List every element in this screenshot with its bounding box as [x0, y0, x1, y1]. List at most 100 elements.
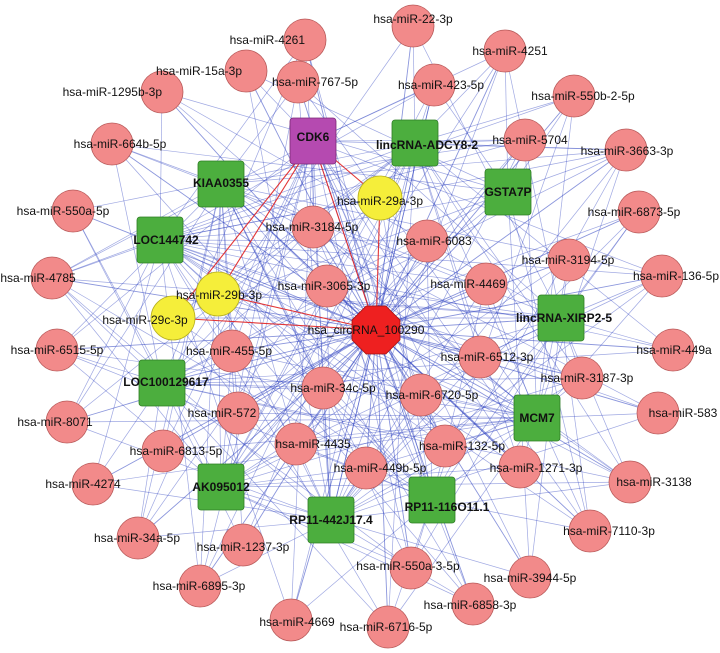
gene-mirna-edge — [312, 50, 506, 142]
gene-node[interactable] — [408, 476, 456, 524]
mirna-node[interactable] — [412, 63, 456, 107]
gene-mirna-edge — [536, 275, 663, 419]
mirna-node[interactable] — [210, 329, 254, 373]
gene-mirna-edge — [231, 140, 314, 352]
highlight-mirna-node[interactable] — [195, 271, 241, 317]
gene-mirna-edge — [220, 240, 428, 488]
node-label: LOC100129617 — [123, 375, 209, 389]
highlight-mirna-node[interactable] — [150, 295, 196, 341]
mirna-node[interactable] — [483, 29, 527, 73]
node-label: lincRNA-ADCY8-2 — [376, 138, 478, 152]
mirna-node[interactable] — [301, 366, 345, 410]
hub-edge — [161, 329, 377, 384]
mirna-node[interactable] — [305, 264, 349, 308]
mirna-node[interactable] — [35, 328, 79, 372]
mirna-node[interactable] — [45, 400, 89, 444]
mirna-node[interactable] — [617, 190, 661, 234]
gene-mirna-edge — [237, 140, 314, 414]
gene-node[interactable] — [136, 216, 184, 264]
mirna-node[interactable] — [141, 429, 185, 473]
mirna-node[interactable] — [366, 605, 410, 649]
gene-node[interactable] — [391, 119, 439, 167]
mirna-node[interactable] — [224, 49, 268, 93]
mirna-node[interactable] — [636, 391, 680, 435]
gene-mirna-edge — [410, 317, 562, 569]
gene-mirna-edge — [297, 81, 562, 319]
gene-node[interactable] — [513, 394, 561, 442]
node-layer — [30, 4, 695, 649]
label-layer: hsa-miR-4261hsa-miR-22-3phsa-miR-15a-3ph… — [0, 12, 719, 634]
node-label: hsa-miR-664b-5p — [74, 137, 167, 151]
hub-edge — [220, 183, 377, 331]
mirna-node[interactable] — [608, 460, 652, 504]
node-label: hsa-miR-3065-3p — [278, 279, 371, 293]
mirna-node[interactable] — [503, 118, 547, 162]
gene-mirna-edge — [326, 285, 433, 501]
mirna-node[interactable] — [276, 60, 320, 104]
gene-mirna-edge — [56, 349, 222, 488]
mirna-node[interactable] — [30, 256, 74, 300]
mirna-node[interactable] — [90, 122, 134, 166]
mirna-node[interactable] — [464, 262, 508, 306]
mirna-node[interactable] — [405, 219, 449, 263]
node-label: hsa-miR-4261 — [230, 33, 306, 47]
mirna-node[interactable] — [391, 4, 435, 48]
mirna-node[interactable] — [399, 373, 443, 417]
mirna-node[interactable] — [547, 238, 591, 282]
mirna-node[interactable] — [269, 598, 313, 642]
mirna-node[interactable] — [552, 74, 596, 118]
highlight-mirna-node[interactable] — [357, 175, 403, 221]
mirna-node[interactable] — [389, 546, 433, 590]
gene-mirna-edge — [161, 382, 422, 396]
gene-mirna-edge — [51, 277, 562, 319]
gene-node[interactable] — [484, 168, 532, 216]
gene-mirna-edge — [330, 275, 663, 521]
gene-node[interactable] — [537, 294, 585, 342]
mirna-node[interactable] — [178, 564, 222, 608]
gene-mirna-edge — [162, 417, 538, 452]
mirna-node[interactable] — [498, 445, 542, 489]
mirna-node[interactable] — [140, 70, 184, 114]
mirna-node[interactable] — [604, 128, 648, 172]
mirna-node[interactable] — [283, 18, 327, 62]
hub-edge — [375, 329, 674, 351]
red-edge — [172, 317, 377, 331]
mirna-node[interactable] — [458, 335, 502, 379]
mirna-node[interactable] — [71, 462, 115, 506]
hub-circrna-node[interactable] — [351, 305, 401, 355]
highlight-gene-node[interactable] — [289, 117, 337, 165]
node-label: lincRNA-XIRP2-5 — [516, 311, 612, 325]
mirna-node[interactable] — [508, 555, 552, 599]
mirna-node[interactable] — [560, 356, 604, 400]
mirna-node[interactable] — [651, 328, 695, 372]
gene-node[interactable] — [138, 359, 186, 407]
node-label: hsa-miR-34a-5p — [94, 531, 180, 545]
gene-node[interactable] — [197, 160, 245, 208]
mirna-node[interactable] — [274, 422, 318, 466]
gene-mirna-edge — [220, 183, 631, 483]
mirna-node[interactable] — [221, 523, 265, 567]
gene-mirna-edge — [504, 50, 509, 193]
mirna-node[interactable] — [51, 189, 95, 233]
mirna-node[interactable] — [116, 516, 160, 560]
hub-edge — [375, 329, 474, 605]
node-label: MCM7 — [519, 411, 555, 425]
hub-edge — [220, 329, 377, 488]
mirna-node[interactable] — [568, 509, 612, 553]
mirna-node[interactable] — [216, 391, 260, 435]
mirna-node[interactable] — [291, 205, 335, 249]
mirna-node[interactable] — [344, 446, 388, 490]
gene-mirna-edge — [161, 240, 428, 384]
gene-mirna-edge — [330, 412, 659, 521]
mirna-node[interactable] — [451, 582, 495, 626]
mirna-node[interactable] — [423, 424, 467, 468]
mirna-node[interactable] — [640, 254, 684, 298]
hub-edge — [375, 329, 631, 483]
node-label: hsa-miR-29b-3p — [176, 288, 262, 302]
gene-node[interactable] — [307, 496, 355, 544]
node-label: hsa-miR-1295b-3p — [63, 85, 163, 99]
node-label: hsa-miR-4785 — [0, 271, 76, 285]
gene-node[interactable] — [197, 463, 245, 511]
gene-mirna-edge — [66, 417, 538, 423]
gene-mirna-edge — [220, 149, 627, 185]
